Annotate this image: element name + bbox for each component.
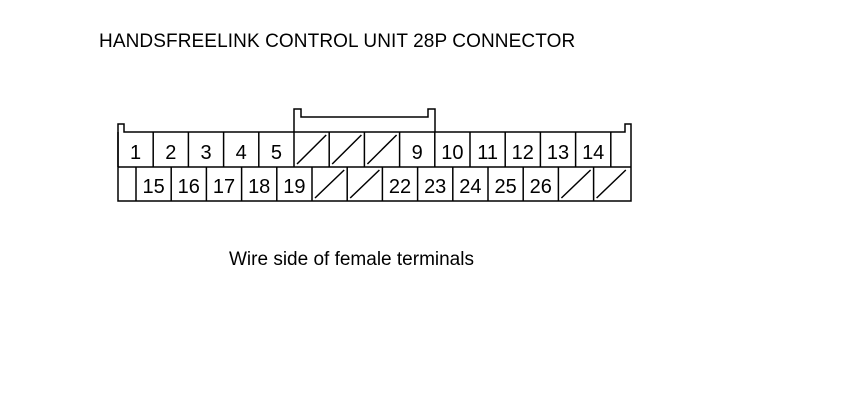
terminal-14: 14: [582, 142, 604, 164]
diagram-caption: Wire side of female terminals: [229, 249, 474, 270]
terminal-16: 16: [178, 176, 200, 198]
terminal-15: 15: [142, 176, 164, 198]
unused-terminal-slash: [560, 169, 592, 199]
unused-terminal-slash: [331, 134, 362, 165]
terminal-19: 19: [283, 176, 305, 198]
unused-terminal-slash: [349, 169, 380, 199]
terminal-2: 2: [165, 142, 176, 164]
terminal-24: 24: [459, 176, 481, 198]
connector-body: [117, 123, 632, 202]
terminal-4: 4: [236, 142, 247, 164]
terminal-26: 26: [530, 176, 552, 198]
unused-terminal-slash: [296, 134, 327, 165]
diagram-title: HANDSFREELINK CONTROL UNIT 28P CONNECTOR: [99, 31, 576, 52]
locking-tab: [293, 108, 436, 132]
terminal-23: 23: [424, 176, 446, 198]
terminal-5: 5: [271, 142, 282, 164]
terminal-11: 11: [477, 142, 498, 164]
terminal-10: 10: [441, 142, 463, 164]
terminal-12: 12: [512, 142, 534, 164]
unused-terminal-slash: [596, 169, 627, 199]
unused-terminal-slash: [314, 169, 345, 199]
terminal-1: 1: [130, 142, 141, 164]
terminal-25: 25: [494, 176, 516, 198]
terminal-3: 3: [200, 142, 211, 164]
terminal-18: 18: [248, 176, 270, 198]
connector-outline: [117, 108, 632, 202]
terminal-13: 13: [547, 142, 569, 164]
unused-terminal-slash: [366, 134, 398, 165]
terminal-22: 22: [389, 176, 411, 198]
terminal-9: 9: [412, 142, 423, 164]
terminal-17: 17: [213, 176, 235, 198]
